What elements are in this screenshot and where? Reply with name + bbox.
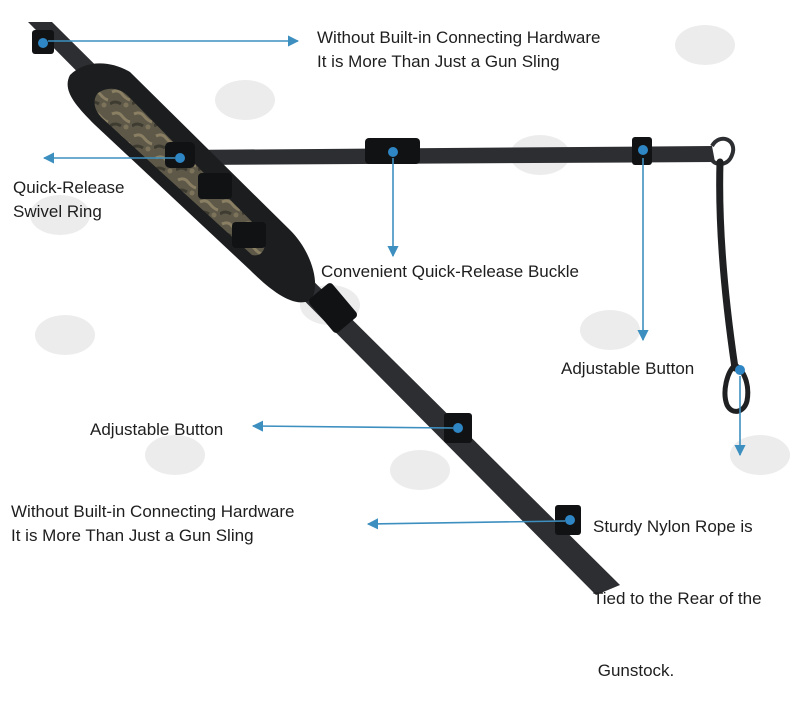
callout-swivel-text: Quick-Release Swivel Ring bbox=[13, 176, 125, 224]
callout-top-right-text: Without Built-in Connecting Hardware It … bbox=[317, 26, 600, 74]
callout-bottom-left-line1: Without Built-in Connecting Hardware bbox=[11, 502, 295, 521]
callout-adjustable-left-text: Adjustable Button bbox=[90, 418, 223, 442]
product-illustration bbox=[28, 22, 790, 595]
callout-arrows bbox=[42, 35, 746, 530]
callout-adjustable-right-line: Adjustable Button bbox=[561, 359, 695, 378]
callout-adjustable-right-text: Adjustable Button bbox=[561, 357, 694, 381]
upper-strap bbox=[180, 146, 715, 165]
callout-buckle-text: Convenient Quick-Release Buckle bbox=[321, 260, 579, 284]
callout-dots bbox=[38, 38, 745, 525]
callout-rope-line2: Tied to the Rear of the bbox=[593, 589, 762, 608]
callout-top-right-line2: It is More Than Just a Gun Sling bbox=[317, 52, 560, 71]
callout-swivel-line2: Swivel Ring bbox=[13, 202, 102, 221]
hardware bbox=[32, 30, 652, 535]
callout-bottom-left-line2: It is More Than Just a Gun Sling bbox=[11, 526, 254, 545]
callout-buckle-line: Convenient Quick-Release Buckle bbox=[321, 262, 579, 281]
callout-top-right-line1: Without Built-in Connecting Hardware bbox=[317, 28, 601, 47]
callout-adjustable-left-line: Adjustable Button bbox=[90, 420, 224, 439]
watermark-pattern bbox=[30, 25, 790, 490]
callout-rope-text: Sturdy Nylon Rope is Tied to the Rear of… bbox=[593, 467, 762, 707]
callout-rope-line1: Sturdy Nylon Rope is bbox=[593, 517, 753, 536]
callout-rope-line3: Gunstock. bbox=[593, 661, 675, 680]
rope bbox=[710, 136, 751, 414]
callout-swivel-line1: Quick-Release bbox=[13, 178, 125, 197]
callout-bottom-left-text: Without Built-in Connecting Hardware It … bbox=[11, 500, 294, 548]
